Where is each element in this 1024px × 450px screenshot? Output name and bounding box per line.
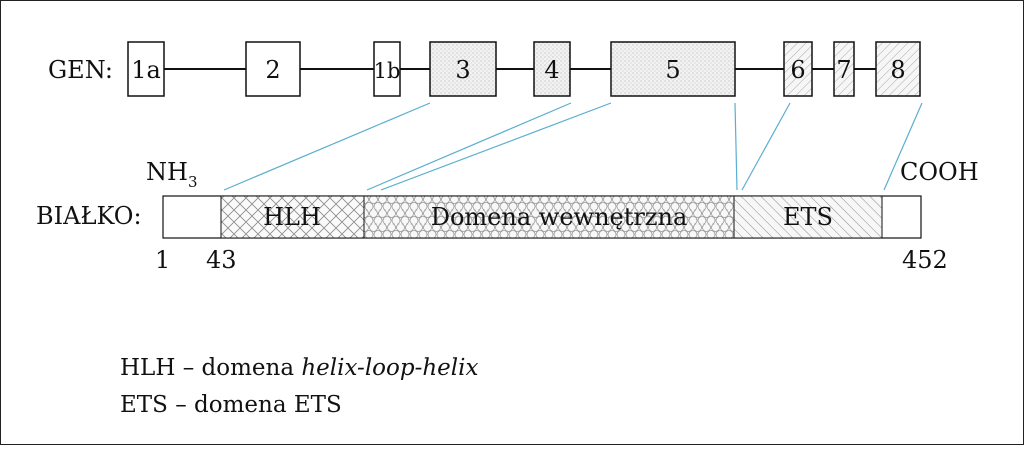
exon-label: 2	[265, 56, 280, 84]
connector-line	[223, 102, 431, 191]
exon-6: 6	[783, 41, 813, 97]
exon-domain-connectors	[223, 102, 923, 191]
exon-label: 3	[455, 56, 470, 84]
exon-label: 1a	[131, 56, 161, 84]
legend-hlh-abbr: HLH	[120, 355, 176, 381]
connector-line	[741, 102, 791, 191]
exon-5: 5	[610, 41, 736, 97]
legend-hlh-name: helix-loop-helix	[301, 355, 479, 381]
domain-hlh: HLH	[220, 195, 365, 239]
position-hlh-start: 43	[206, 246, 237, 274]
legend-hlh-dash: – domena	[175, 355, 302, 381]
exon-label: 6	[790, 56, 805, 84]
connector-line	[366, 102, 572, 191]
legend-ets: ETS – domena ETS	[120, 392, 342, 418]
exon-4: 4	[533, 41, 571, 97]
gene-label: GEN:	[48, 56, 113, 84]
exon-label: 7	[836, 56, 851, 84]
exon-3: 3	[429, 41, 497, 97]
domain-ets: ETS	[733, 195, 883, 239]
exon-label: 8	[890, 56, 905, 84]
exon-2: 2	[245, 41, 301, 97]
exon-1a: 1a	[127, 41, 165, 97]
connector-line	[883, 102, 923, 191]
connector-line	[380, 102, 612, 191]
exon-label: 5	[665, 56, 680, 84]
position-start: 1	[155, 246, 170, 274]
protein-label: BIAŁKO:	[36, 202, 142, 230]
exon-1b: 1b	[373, 41, 401, 97]
exon-label: 1b	[374, 59, 401, 83]
exon-8: 8	[875, 41, 921, 97]
exon-7: 7	[833, 41, 855, 97]
position-end: 452	[902, 246, 948, 274]
n-terminus-label: NH3	[146, 158, 197, 191]
legend-hlh: HLH – domena helix-loop-helix	[120, 355, 478, 381]
domain-internal: Domena wewnętrzna	[363, 195, 735, 239]
domain-label: ETS	[783, 203, 833, 231]
domain-label: Domena wewnętrzna	[431, 203, 688, 231]
exon-label: 4	[544, 56, 559, 84]
domain-label: HLH	[263, 203, 321, 231]
connector-line	[734, 102, 738, 191]
c-terminus-label: COOH	[900, 158, 979, 186]
